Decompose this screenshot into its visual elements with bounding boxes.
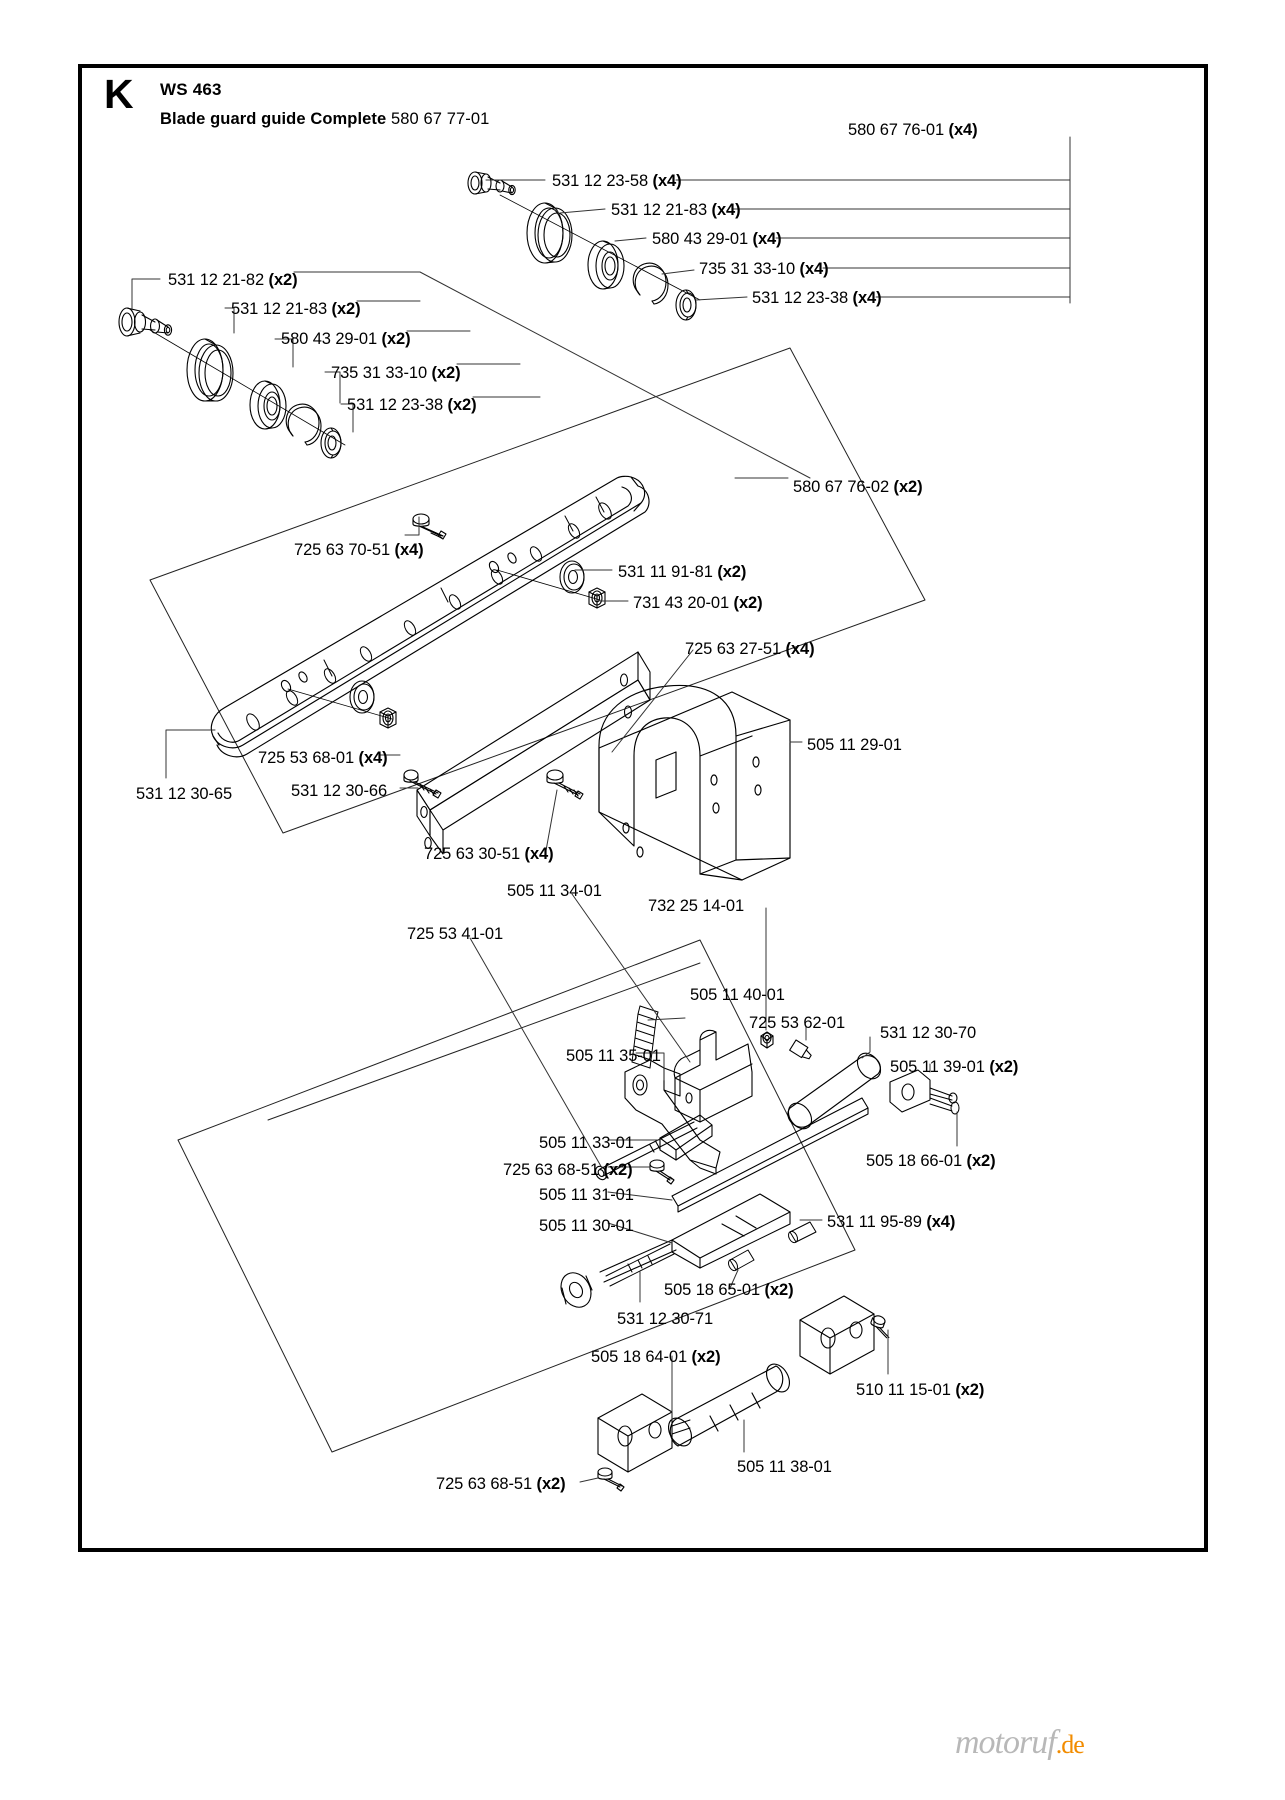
callout-label: 505 11 34-01: [507, 882, 602, 900]
callout-label: 531 12 21-83 (x2): [231, 300, 361, 318]
callout-label: 531 12 23-38 (x4): [752, 289, 882, 307]
callout-label: 531 12 23-38 (x2): [347, 396, 477, 414]
callout-label: 531 12 30-66: [291, 782, 388, 800]
callout-label: 531 12 21-83 (x4): [611, 201, 741, 219]
callout-label: 580 43 29-01 (x4): [652, 230, 782, 248]
callout-label: 531 12 21-82 (x2): [168, 271, 298, 289]
assembly-number: 580 67 77-01: [390, 110, 490, 128]
callout-label: 725 63 27-51 (x4): [685, 640, 815, 658]
callout-label: 580 43 29-01 (x2): [281, 330, 411, 348]
callout-label: 505 11 40-01: [690, 986, 785, 1004]
callout-label: 725 63 30-51 (x4): [424, 845, 554, 863]
callout-label: 531 12 30-71: [617, 1310, 714, 1328]
callout-label: 505 18 65-01 (x2): [664, 1281, 794, 1299]
callout-label: 505 11 38-01: [737, 1458, 832, 1476]
callout-label: 505 11 39-01 (x2): [890, 1058, 1019, 1076]
model-title: WS 463: [160, 80, 222, 99]
callout-label: 725 53 68-01 (x4): [258, 749, 388, 767]
callout-label: 531 12 23-58 (x4): [552, 172, 682, 190]
callout-label: 725 53 62-01: [749, 1014, 846, 1032]
callout-label: 531 11 95-89 (x4): [827, 1213, 956, 1231]
callout-label: 725 63 68-51 (x2): [503, 1161, 633, 1179]
callout-label: 732 25 14-01: [648, 897, 745, 915]
callout-label: 580 67 76-01 (x4): [848, 121, 978, 139]
callout-label: 731 43 20-01 (x2): [633, 594, 763, 612]
callout-label: 580 67 76-02 (x2): [793, 478, 923, 496]
callout-label: 725 63 68-51 (x2): [436, 1475, 566, 1493]
callout-label: 505 11 35-01: [566, 1047, 661, 1065]
callout-label: 505 11 33-01: [539, 1134, 634, 1152]
callout-label: 725 53 41-01: [407, 925, 504, 943]
callout-label: 735 31 33-10 (x4): [699, 260, 829, 278]
section-letter: K: [104, 71, 134, 117]
callout-label: 735 31 33-10 (x2): [331, 364, 461, 382]
callout-label: 531 11 91-81 (x2): [618, 563, 747, 581]
callout-label: 505 11 29-01: [807, 736, 902, 754]
callout-label: 505 18 66-01 (x2): [866, 1152, 996, 1170]
callout-label: 505 11 31-01: [539, 1186, 634, 1204]
callout-label: 531 12 30-65: [136, 785, 233, 803]
callout-label: 531 12 30-70: [880, 1024, 977, 1042]
callout-label: 725 63 70-51 (x4): [294, 541, 424, 559]
callout-label: 505 11 30-01: [539, 1217, 634, 1235]
assembly-title: Blade guard guide Complete 580 67 77-01: [160, 110, 489, 129]
watermark: motoruf.de: [955, 1724, 1085, 1761]
assembly-name: Blade guard guide Complete: [160, 110, 387, 128]
callout-label: 505 18 64-01 (x2): [591, 1348, 721, 1366]
callout-label: 510 11 15-01 (x2): [856, 1381, 985, 1399]
